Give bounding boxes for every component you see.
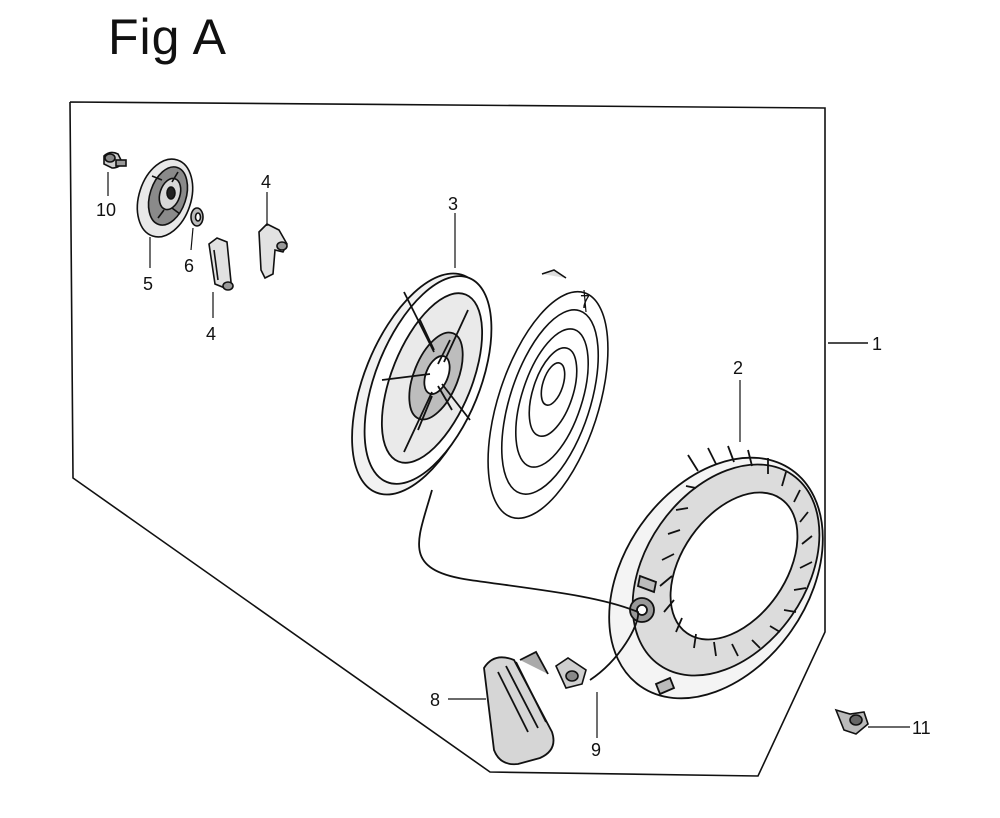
callout-10: 10: [96, 200, 116, 220]
callout-6: 6: [184, 256, 194, 276]
callout-8: 8: [430, 690, 440, 710]
part-2-starter-case: [608, 445, 824, 700]
callout-9: 9: [591, 740, 601, 760]
part-8-starter-grip: [483, 650, 555, 766]
callout-3: 3: [448, 194, 458, 214]
part-6-washer: [190, 207, 204, 227]
callout-7: 7: [580, 292, 590, 312]
callout-4-lower: 4: [206, 324, 216, 344]
callout-5: 5: [143, 274, 153, 294]
part-5-ratchet-plate: [136, 158, 194, 238]
part-11-flange-bolt: [834, 708, 869, 735]
starter-rope: [418, 489, 639, 681]
figure-title: Fig A: [108, 9, 227, 65]
callout-1: 1: [872, 334, 882, 354]
part-3-reel: [351, 272, 493, 496]
callout-2: 2: [733, 358, 743, 378]
assembly-outline: [69, 101, 826, 777]
leader-6: [190, 227, 194, 251]
part-10-bolt: [103, 151, 127, 169]
callout-4-upper: 4: [261, 172, 271, 192]
part-4-pawl-lower: [208, 237, 234, 291]
leader-7: [583, 289, 587, 313]
part-4-pawl-upper: [258, 223, 288, 280]
part-9-rope-guide: [554, 657, 587, 689]
callout-11: 11: [912, 718, 931, 738]
